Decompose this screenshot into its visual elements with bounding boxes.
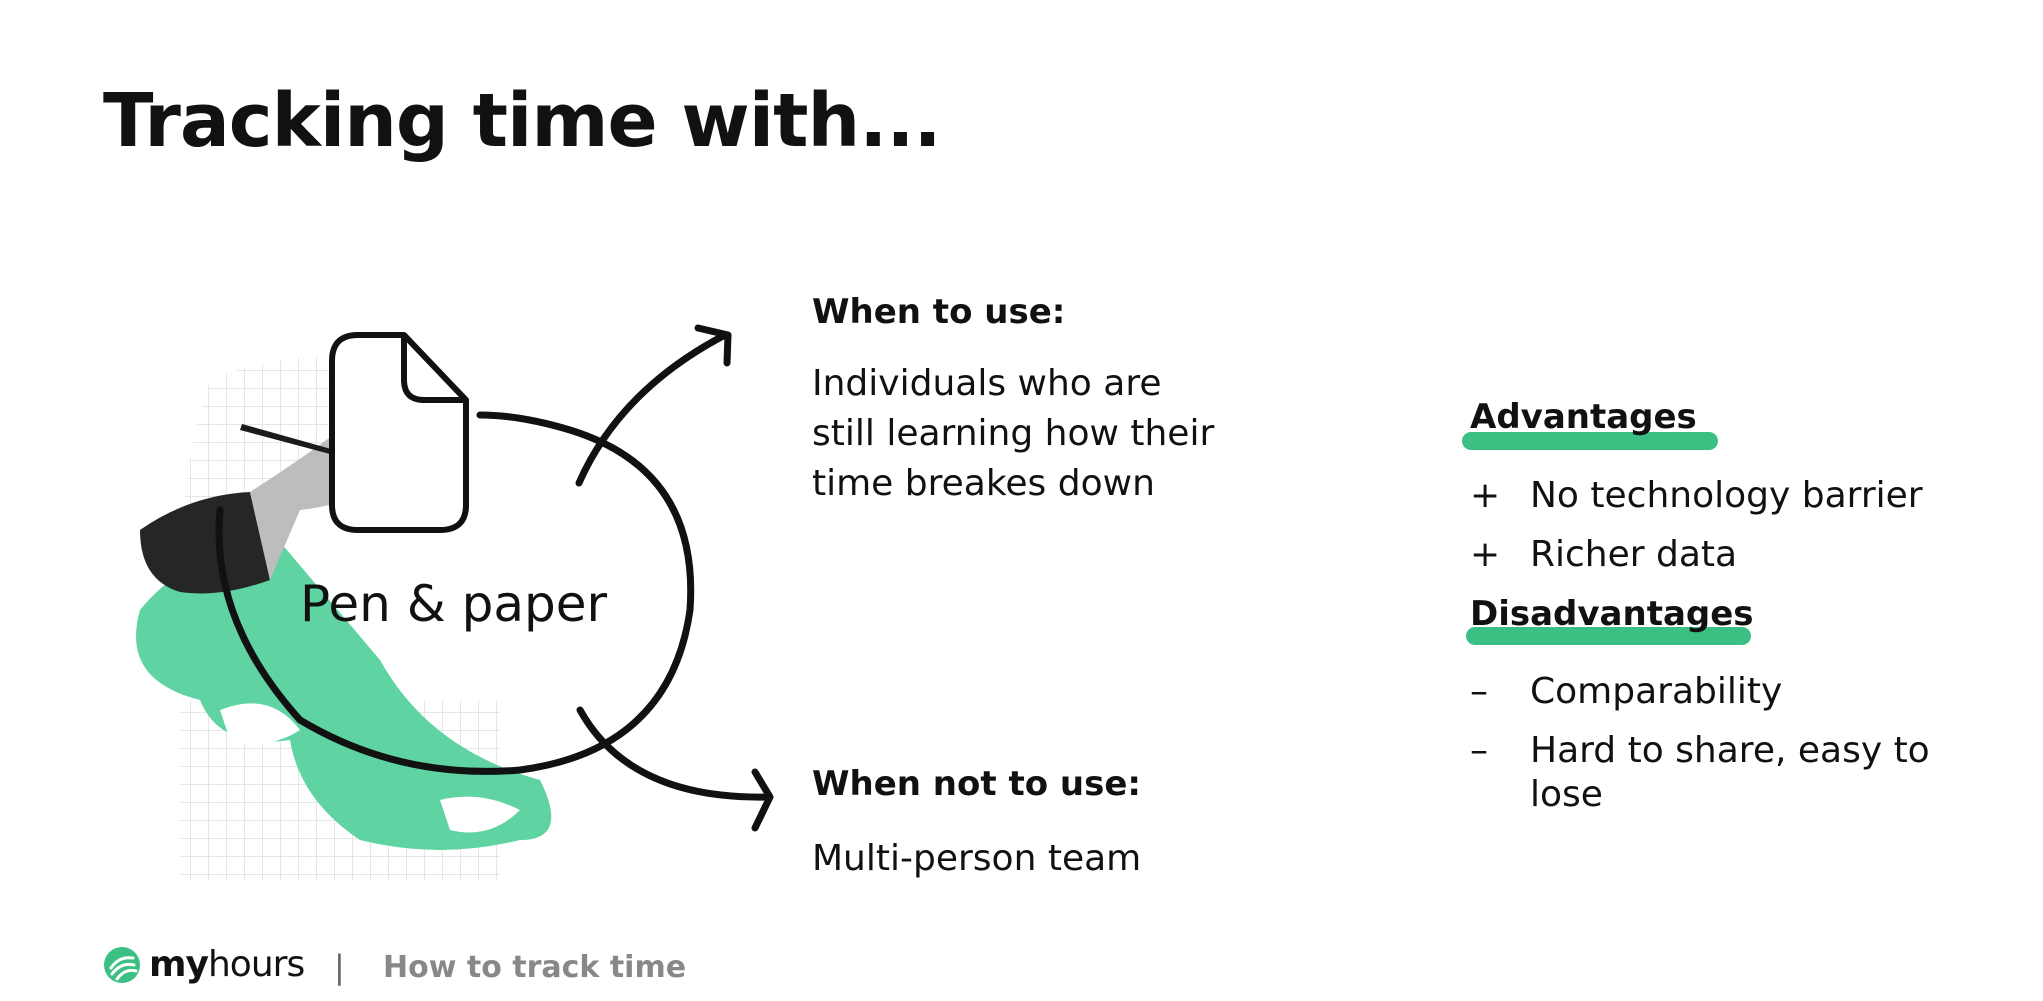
minus-mark: –: [1470, 671, 1488, 712]
footer-subtitle: How to track time: [383, 950, 687, 985]
loop-outline: [215, 411, 695, 775]
advantage-item: + No technology barrier: [1470, 474, 1990, 518]
arrow-up-right-icon: [575, 331, 729, 487]
myhours-logo: myhours: [103, 944, 305, 985]
plus-mark: +: [1470, 475, 1501, 516]
advantages-heading: Advantages: [1470, 397, 1697, 437]
when-not-to-use-text: Multi-person team: [812, 838, 1142, 879]
plus-mark: +: [1470, 534, 1501, 575]
when-to-use-heading: When to use:: [812, 292, 1066, 332]
method-label: Pen & paper: [300, 575, 608, 633]
brand-prefix: my: [149, 944, 209, 985]
footer-separator: |: [334, 948, 345, 986]
document-icon: [329, 332, 469, 533]
pen-and-paper-illustration: [136, 324, 774, 880]
brand-name: myhours: [149, 944, 305, 985]
arrow-down-right-icon: [576, 706, 772, 801]
disadvantage-text: Hard to share, easy to lose: [1530, 730, 1930, 815]
advantage-text: No technology barrier: [1530, 475, 1923, 516]
advantage-text: Richer data: [1530, 534, 1738, 575]
white-pattern-patch: [220, 703, 300, 744]
myhours-logo-icon: [104, 946, 140, 983]
minus-mark: –: [1470, 730, 1488, 771]
dark-sleeve: [140, 492, 270, 594]
advantages-highlight: [1462, 432, 1718, 450]
when-not-to-use-heading: When not to use:: [812, 764, 1142, 804]
when-to-use-text: Individuals who are still learning how t…: [812, 363, 1215, 504]
brand-suffix: hours: [207, 944, 305, 985]
white-pattern-patch-2: [440, 796, 520, 833]
disadvantages-heading: Disadvantages: [1470, 594, 1754, 634]
advantage-item: + Richer data: [1470, 533, 1990, 577]
disadvantages-highlight: [1466, 627, 1751, 645]
slide-title: Tracking time with...: [103, 78, 942, 164]
disadvantage-item: – Hard to share, easy to lose: [1470, 729, 1990, 819]
disadvantage-item: – Comparability: [1470, 670, 1990, 714]
disadvantage-text: Comparability: [1530, 671, 1783, 712]
